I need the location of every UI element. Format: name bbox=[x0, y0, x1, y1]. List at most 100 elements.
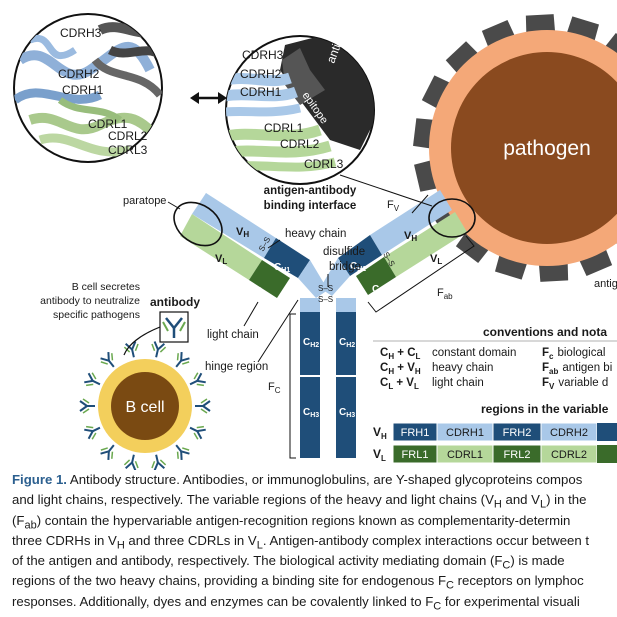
structure-zoom-circle: CDRH3 CDRH2 CDRH1 CDRL1 CDRL2 CDRL3 bbox=[13, 13, 163, 163]
caption-figure-label: Figure 1. bbox=[12, 472, 67, 487]
double-arrow-icon bbox=[190, 92, 227, 104]
region-vh-cell-label: CDRH1 bbox=[446, 427, 484, 439]
b-cell-secretes-line3: specific pathogens bbox=[53, 309, 140, 321]
region-vh-cell-label: CDRH2 bbox=[550, 427, 588, 439]
zoom-cdrh3-label: CDRH3 bbox=[60, 26, 102, 40]
surface-antibody-icon bbox=[123, 454, 139, 470]
iface-cdrh3-label: CDRH3 bbox=[242, 48, 284, 62]
surface-antibody-icon bbox=[84, 372, 101, 387]
regions-vl-label: VL bbox=[373, 447, 386, 463]
left-vl-label: VL bbox=[215, 253, 227, 266]
caption-line-6: regions of the two heavy chains, providi… bbox=[12, 573, 584, 593]
regions-vh-label: VH bbox=[373, 425, 387, 441]
convention-row-desc: heavy chain bbox=[432, 362, 493, 374]
pathogen-spike bbox=[421, 75, 455, 111]
surface-antibody-icon bbox=[151, 341, 167, 358]
convention-row-left: CH + VH bbox=[380, 362, 421, 376]
caption-line-7: responses. Additionally, dyes and enzyme… bbox=[12, 593, 580, 613]
disulfide-label-line1: disulfide bbox=[323, 246, 365, 258]
figure-caption: Figure 1. Antibody structure. Antibodies… bbox=[12, 470, 617, 612]
paratope-ellipse bbox=[173, 201, 223, 247]
left-vl-domain bbox=[180, 214, 262, 280]
right-ch2-label: CH2 bbox=[339, 337, 355, 349]
zoom-cdrl1-label: CDRL1 bbox=[88, 117, 128, 131]
iface-cdrl3-label: CDRL3 bbox=[304, 157, 344, 171]
antibody-small-label: antibody bbox=[150, 295, 200, 309]
interface-title-line1: antigen-antibody bbox=[264, 185, 357, 197]
region-vh-cell-cut bbox=[597, 423, 617, 441]
fv-label: FV bbox=[387, 199, 400, 213]
surface-antibody-icon bbox=[189, 372, 206, 387]
left-vh-label: VH bbox=[236, 226, 249, 239]
paratope-label: paratope bbox=[123, 195, 166, 207]
b-cell: B cell B cell secretes antibody to neutr… bbox=[40, 281, 211, 470]
caption-line-3: (Fab) contain the hypervariable antigen-… bbox=[12, 512, 571, 532]
fab-label: Fab bbox=[437, 287, 453, 301]
convention-row-desc: constant domain bbox=[432, 347, 516, 359]
binding-site-ellipse bbox=[428, 198, 476, 238]
region-vl-cell-label: CDRL1 bbox=[447, 449, 483, 461]
right-vh-label: VH bbox=[404, 230, 417, 243]
surface-antibody-icon bbox=[189, 425, 206, 440]
antibody-structure-diagram: CDRH3 CDRH2 CDRH1 CDRL1 CDRL2 CDRL3 anti… bbox=[13, 13, 617, 470]
right-stem bbox=[336, 312, 356, 458]
region-vl-cell-label: FRL2 bbox=[504, 449, 531, 461]
left-cl-domain bbox=[249, 260, 290, 298]
iface-cdrl1-label: CDRL1 bbox=[264, 121, 304, 135]
antibody-y: VH VL CH1 CL VH VL CH1 CL CH2 CH2 CH3 CH… bbox=[123, 174, 476, 459]
zoom-cdrh2-label: CDRH2 bbox=[58, 67, 100, 81]
right-ch1-domain bbox=[338, 235, 382, 276]
region-vl-cell-cut bbox=[597, 445, 617, 463]
heavy-chain-label: heavy chain bbox=[285, 228, 346, 240]
conventions-title: conventions and nota bbox=[483, 325, 607, 339]
caption-line-1: Figure 1. Antibody structure. Antibodies… bbox=[12, 472, 583, 487]
pathogen-label: pathogen bbox=[503, 137, 591, 160]
left-ch1-domain bbox=[264, 238, 310, 278]
left-vh-domain bbox=[192, 193, 276, 258]
antibody-small-icon bbox=[162, 317, 186, 338]
left-hinge bbox=[298, 260, 328, 298]
surface-antibody-icon bbox=[100, 352, 115, 368]
b-cell-secretes-line2: antibody to neutralize bbox=[40, 295, 140, 307]
iface-cdrh2-label: CDRH2 bbox=[240, 67, 282, 81]
iface-cdrl2-label: CDRL2 bbox=[280, 137, 320, 151]
fc-label: FC bbox=[268, 381, 281, 395]
surface-antibody-icon bbox=[175, 444, 190, 460]
right-vl-label: VL bbox=[430, 253, 442, 266]
convention-row-left: CH + CL bbox=[380, 347, 421, 361]
caption-line-4: three CDRHs in VH and three CDRLs in VL.… bbox=[12, 532, 590, 552]
pathogen-antigen-label: antig bbox=[594, 278, 617, 290]
hinge-region-label: hinge region bbox=[205, 361, 268, 373]
light-chain-label: light chain bbox=[207, 329, 259, 341]
surface-antibody-icon bbox=[175, 352, 190, 368]
surface-antibody-icon bbox=[195, 398, 211, 414]
disulfide-label-line2: bridge bbox=[329, 261, 361, 273]
zoom-cdrl3-label: CDRL3 bbox=[108, 143, 148, 157]
caption-line-5: of the antigen and antibody, respectivel… bbox=[12, 553, 565, 572]
pathogen: pathogen antig bbox=[413, 14, 617, 290]
convention-row-desc: light chain bbox=[432, 377, 484, 389]
right-cl-label: CL bbox=[372, 284, 384, 296]
right-ch1-label: CH1 bbox=[350, 261, 366, 273]
convention-row-left: CL + VL bbox=[380, 377, 419, 391]
regions-title: regions in the variable bbox=[481, 402, 609, 416]
region-vh-cell-label: FRH1 bbox=[401, 427, 430, 439]
region-vl-cell-label: FRL1 bbox=[402, 449, 429, 461]
region-vh-cell-label: FRH2 bbox=[503, 427, 532, 439]
conventions-panel: conventions and nota CH + CL constant dom… bbox=[373, 325, 617, 391]
left-ch1-label: CH1 bbox=[274, 262, 290, 274]
surface-antibody-icon bbox=[79, 398, 95, 414]
binding-interface-circle: antigen epitope CDRH3 CDRH2 CDRH1 CDRL1 … bbox=[225, 23, 375, 212]
left-stem bbox=[300, 312, 320, 458]
right-cl-domain bbox=[356, 257, 396, 295]
right-vl-domain bbox=[384, 212, 467, 277]
surface-antibody-icon bbox=[151, 454, 167, 470]
right-ch3-label: CH3 bbox=[339, 407, 355, 419]
b-cell-label: B cell bbox=[125, 399, 164, 416]
left-cl-label: CL bbox=[255, 286, 267, 298]
interface-title-line2: binding interface bbox=[264, 200, 357, 212]
